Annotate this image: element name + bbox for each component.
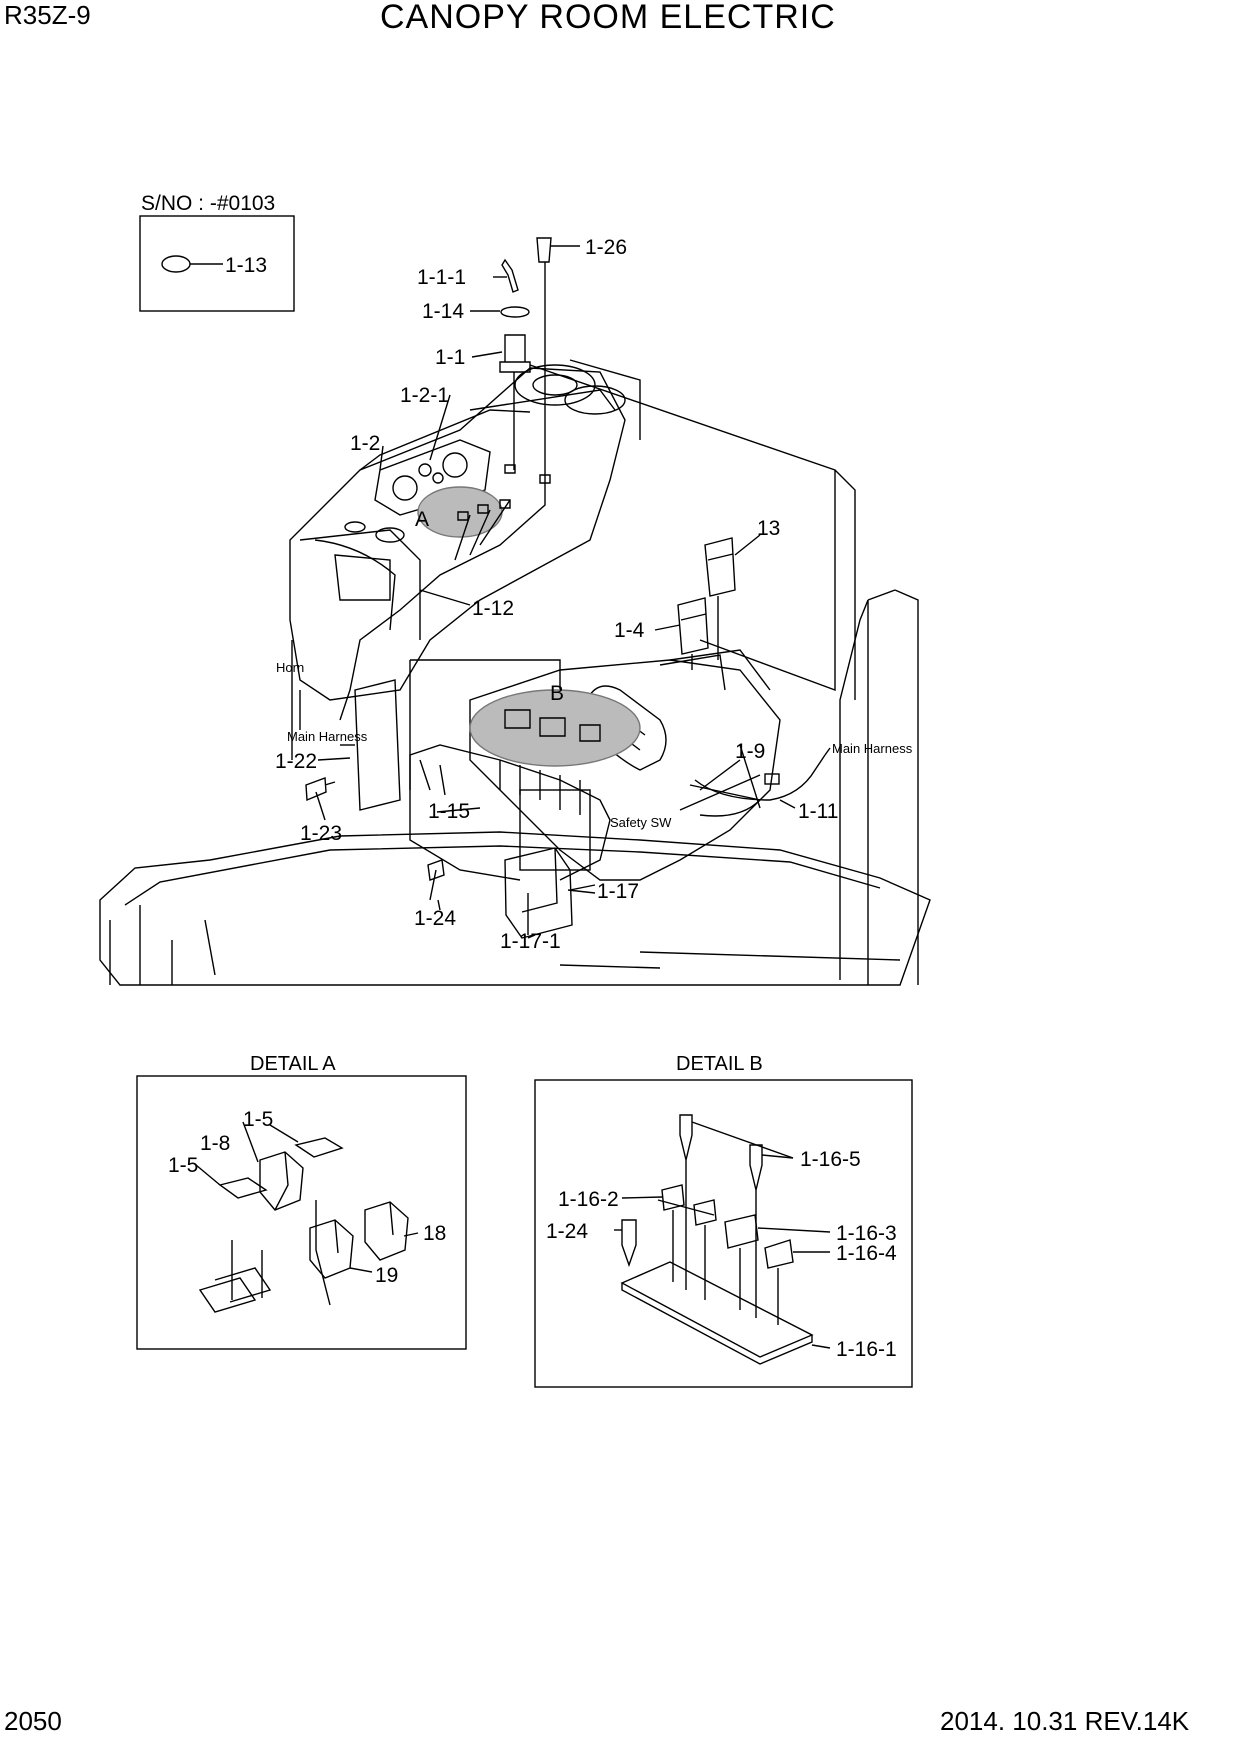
callout-1-1-1: 1-1-1 xyxy=(417,266,466,289)
callout-1-23: 1-23 xyxy=(300,822,342,845)
callout-1-9: 1-9 xyxy=(735,740,765,763)
relay-1-16-2b-icon xyxy=(693,1199,717,1226)
screw-1-24-icon xyxy=(621,1219,637,1268)
detail-b-title: DETAIL B xyxy=(676,1053,763,1075)
screw-1-16-5a-icon xyxy=(679,1114,693,1161)
main-harness-left-label: Main Harness xyxy=(287,729,368,744)
safety-switch-label: Safety SW xyxy=(610,815,672,830)
connector-1-16-4-icon xyxy=(764,1239,794,1269)
callout-1-17-1: 1-17-1 xyxy=(500,930,561,953)
washer-icon xyxy=(500,306,530,318)
callout-13: 13 xyxy=(757,517,780,540)
callout-1-1: 1-1 xyxy=(435,346,465,369)
detail-a-callout-1-5-top: 1-5 xyxy=(243,1108,273,1131)
callout-1-24: 1-24 xyxy=(414,907,456,930)
switch-1-8-icon xyxy=(259,1151,304,1211)
detail-b-callout-1-16-4: 1-16-4 xyxy=(836,1242,897,1265)
callout-1-13: 1-13 xyxy=(225,254,267,277)
detail-a-callout-18: 18 xyxy=(423,1222,446,1245)
horn-bracket xyxy=(354,679,401,811)
bezel-1-5-icon xyxy=(294,1137,344,1158)
detail-b-callout-1-16-3: 1-16-3 xyxy=(836,1222,897,1245)
detail-a-title: DETAIL A xyxy=(250,1053,336,1075)
relay-1-16-2a-icon xyxy=(661,1184,685,1211)
detail-a-callout-1-5-left: 1-5 xyxy=(168,1154,198,1177)
detail-b-highlight xyxy=(469,689,641,767)
rear-panel xyxy=(529,364,856,700)
left-console xyxy=(289,367,626,701)
joystick-icon xyxy=(589,685,667,771)
relay-1-16-3-icon xyxy=(724,1214,759,1249)
callout-1-22: 1-22 xyxy=(275,750,317,773)
switch-1-4-icon xyxy=(677,597,709,655)
serial-number-label: S/NO : -#0103 xyxy=(141,192,275,215)
detail-b-callout-1-16-5: 1-16-5 xyxy=(800,1148,861,1171)
key-icon xyxy=(501,258,519,293)
callout-1-15: 1-15 xyxy=(428,800,470,823)
callout-1-11: 1-11 xyxy=(798,800,838,823)
detail-a-callout-19: 19 xyxy=(375,1264,398,1287)
cab-floor-outline xyxy=(99,831,931,986)
detail-a-callout-1-8: 1-8 xyxy=(200,1132,230,1155)
callout-1-12: 1-12 xyxy=(472,597,514,620)
model-code: R35Z-9 xyxy=(4,0,91,30)
screw-1-16-5b-icon xyxy=(749,1144,763,1191)
controller-box xyxy=(504,847,573,939)
switch-13-icon xyxy=(704,537,736,597)
cab-right-pillar xyxy=(867,589,919,985)
page-title: CANOPY ROOM ELECTRIC xyxy=(380,0,836,36)
horn-label: Horn xyxy=(276,660,304,675)
detail-b-box xyxy=(534,1079,913,1388)
detail-b-reference: B xyxy=(550,682,564,705)
gauge-cluster xyxy=(374,439,491,516)
serial-number-box xyxy=(139,215,295,312)
page-number: 2050 xyxy=(4,1706,62,1736)
callout-1-14: 1-14 xyxy=(422,300,464,323)
relay-board xyxy=(620,1261,814,1365)
bolt-1-23-icon xyxy=(305,777,336,802)
main-harness-right-label: Main Harness xyxy=(832,741,913,756)
bolt-1-24-icon xyxy=(427,859,445,901)
callout-1-2-1: 1-2-1 xyxy=(400,384,449,407)
callout-1-17: 1-17 xyxy=(597,880,639,903)
callout-1-2: 1-2 xyxy=(350,432,380,455)
detail-b-callout-1-24: 1-24 xyxy=(546,1220,588,1243)
detail-b-callout-1-16-2: 1-16-2 xyxy=(558,1188,619,1211)
bezel-1-5b-icon xyxy=(218,1177,268,1199)
switch-18-icon xyxy=(364,1201,409,1261)
callout-1-26: 1-26 xyxy=(585,236,627,259)
key-switch-icon xyxy=(499,334,531,373)
callout-1-4: 1-4 xyxy=(614,619,645,642)
detail-b-callout-1-16-1: 1-16-1 xyxy=(836,1338,897,1361)
lock-cap-icon xyxy=(536,237,552,263)
wiring-harness xyxy=(339,470,546,721)
detail-a-reference: A xyxy=(415,508,429,531)
revision-date: 2014. 10.31 REV.14K xyxy=(940,1706,1190,1736)
detail-a-box xyxy=(136,1075,467,1350)
